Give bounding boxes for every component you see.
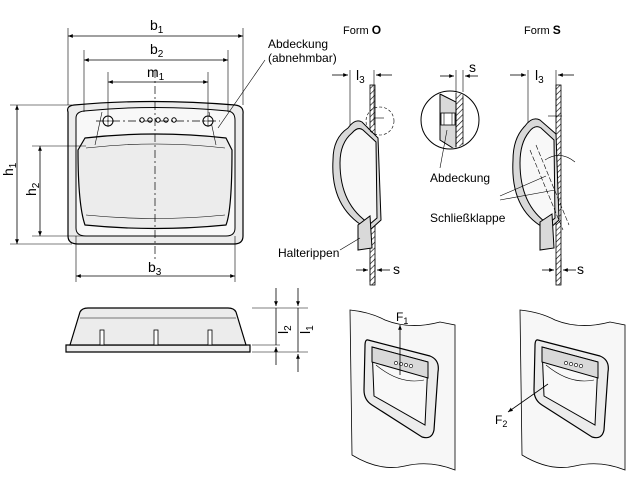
dimension-l1-l2 (252, 288, 308, 372)
label-b1: b1 (150, 17, 164, 36)
dimension-s-detail (440, 70, 478, 92)
dimension-l3-form-s (510, 70, 574, 122)
label-abdeckung-abnehmbar-1: Abdeckung (268, 37, 328, 51)
label-s-form-s: s (577, 261, 584, 277)
label-s-detail: s (469, 59, 476, 75)
title-form-o: Form O (343, 23, 381, 37)
dimension-h1 (10, 104, 72, 245)
svg-text:h2: h2 (23, 182, 42, 196)
front-view (67, 59, 266, 262)
form-s-section (512, 84, 576, 286)
dimension-h2 (32, 145, 86, 237)
detail-view (420, 90, 480, 169)
dimension-b2 (83, 50, 229, 112)
form-o-section (332, 84, 395, 286)
label-m1: m1 (147, 64, 165, 83)
label-abdeckung-abnehmbar-2: (abnehmbar) (268, 51, 337, 65)
label-f1: F1 (396, 310, 408, 326)
svg-text:l2: l2 (275, 325, 294, 334)
side-view (65, 307, 251, 353)
label-h1: h1 (0, 162, 19, 176)
svg-text:h1: h1 (0, 162, 19, 176)
title-form-s: Form S (524, 23, 561, 37)
svg-text:l1: l1 (297, 325, 316, 334)
label-l3-form-o: l3 (356, 67, 365, 86)
dimension-s-form-o (356, 258, 390, 282)
label-schliessklappe: Schließklappe (430, 211, 506, 225)
label-l3-form-s: l3 (535, 67, 544, 86)
marking-dots-s-icon (564, 361, 583, 368)
dimension-m1 (107, 72, 209, 115)
label-s-form-o: s (393, 261, 400, 277)
dimension-b3 (75, 236, 236, 282)
label-h2: h2 (23, 182, 42, 196)
label-f2: F2 (495, 413, 507, 429)
label-abdeckung: Abdeckung (430, 171, 490, 185)
iso-view-form-s (507, 309, 626, 471)
label-b2: b2 (150, 41, 164, 60)
dimension-l3-form-o (332, 70, 392, 125)
label-l2: l2 (275, 325, 294, 334)
label-l1: l1 (297, 325, 316, 334)
label-halterippen: Halterippen (278, 246, 339, 260)
dimension-b1 (67, 28, 244, 105)
label-b3: b3 (148, 259, 162, 278)
iso-view-form-o (349, 309, 456, 471)
dimension-s-form-s (542, 258, 576, 282)
